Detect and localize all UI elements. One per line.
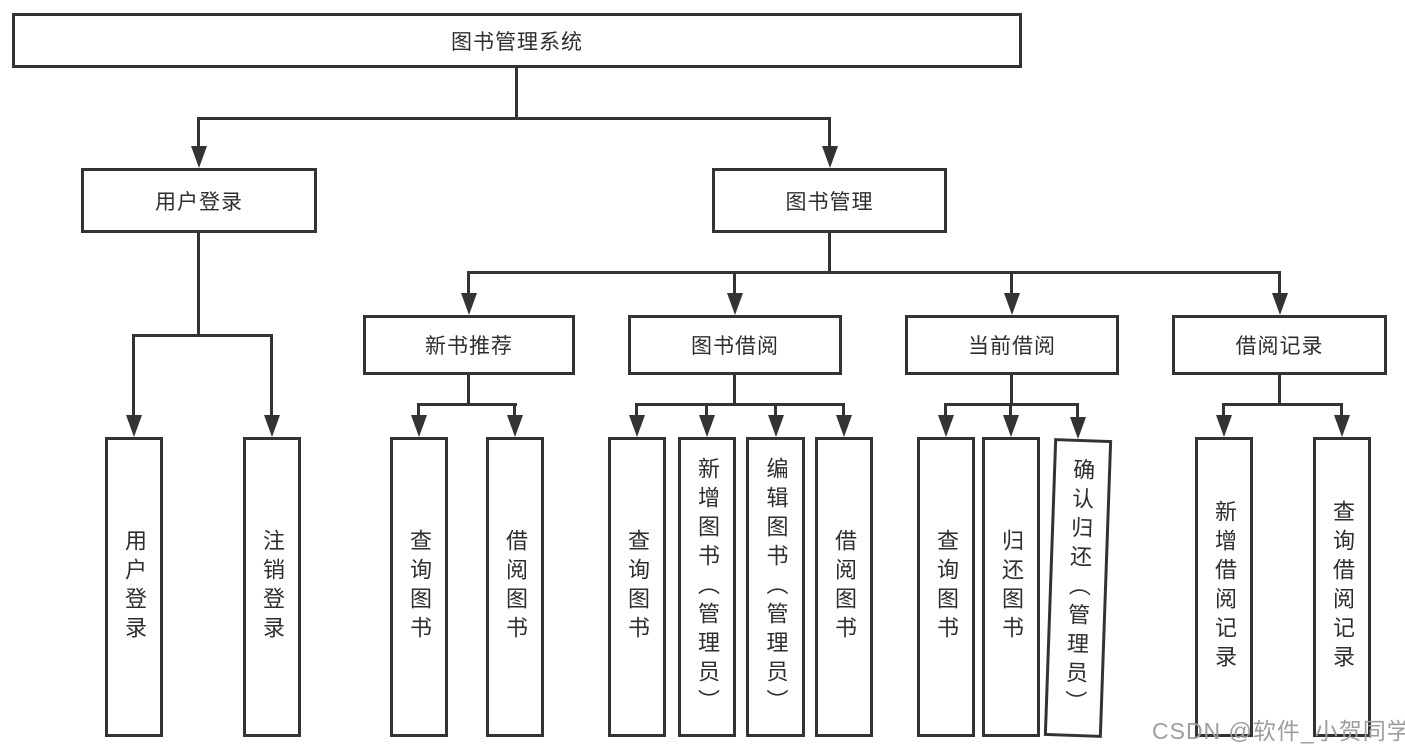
arrowhead-down-icon xyxy=(1004,293,1020,315)
node-label: 借阅图书 xyxy=(832,529,857,645)
node-leaf-add-borrow-record: 新增借阅记录 xyxy=(1195,437,1253,737)
connector-line xyxy=(197,117,831,120)
arrowhead-down-icon xyxy=(938,415,954,437)
connector-line xyxy=(467,271,1281,274)
node-label: 借阅图书 xyxy=(503,529,528,645)
connector-line xyxy=(467,375,470,406)
node-label: 查询借阅记录 xyxy=(1330,500,1355,674)
node-label: 注销登录 xyxy=(260,529,285,645)
node-label: 用户登录 xyxy=(155,190,243,214)
connector-line xyxy=(133,334,273,337)
arrowhead-down-icon xyxy=(629,415,645,437)
arrowhead-down-icon xyxy=(768,415,784,437)
arrowhead-down-icon xyxy=(1216,415,1232,437)
arrowhead-down-icon xyxy=(1003,415,1019,437)
connector-line xyxy=(1340,403,1343,417)
connector-line xyxy=(1076,403,1079,417)
connector-line xyxy=(418,403,517,406)
connector-line xyxy=(1009,403,1012,417)
node-leaf-return-books: 归还图书 xyxy=(982,437,1040,737)
node-borrowing-records: 借阅记录 xyxy=(1172,315,1387,375)
node-label: 用户登录 xyxy=(122,529,147,645)
node-label: 查询图书 xyxy=(625,529,650,645)
connector-line xyxy=(417,403,420,417)
arrowhead-down-icon xyxy=(1070,417,1086,439)
connector-line xyxy=(774,403,777,417)
connector-line xyxy=(515,68,518,118)
node-book-management: 图书管理 xyxy=(712,168,947,233)
node-label: 图书管理系统 xyxy=(451,30,583,54)
node-label: 编辑图书（管理员） xyxy=(763,456,789,718)
node-book-management-system: 图书管理系统 xyxy=(12,13,1022,68)
node-label: 当前借阅 xyxy=(968,335,1056,358)
connector-line xyxy=(705,403,708,417)
node-label: 图书借阅 xyxy=(691,335,779,358)
node-leaf-query-books-3: 查询图书 xyxy=(917,437,975,737)
arrowhead-down-icon xyxy=(264,415,280,437)
node-label: 归还图书 xyxy=(999,529,1024,645)
connector-line xyxy=(467,271,470,295)
connector-line xyxy=(635,403,638,417)
node-leaf-user-login: 用户登录 xyxy=(105,437,163,737)
connector-line xyxy=(132,334,135,417)
node-leaf-confirm-return-admin: 确认归还（管理员） xyxy=(1043,438,1113,738)
node-leaf-borrow-books-2: 借阅图书 xyxy=(815,437,873,737)
arrowhead-down-icon xyxy=(507,415,523,437)
connector-line xyxy=(197,233,200,337)
arrowhead-down-icon xyxy=(836,415,852,437)
node-label: 查询图书 xyxy=(934,529,959,645)
connector-line xyxy=(1010,271,1013,295)
arrowhead-down-icon xyxy=(822,146,838,168)
node-leaf-query-borrow-record: 查询借阅记录 xyxy=(1313,437,1371,737)
node-book-borrowing: 图书借阅 xyxy=(628,315,842,375)
connector-line xyxy=(842,403,845,417)
arrowhead-down-icon xyxy=(1272,293,1288,315)
node-new-book-recommendation: 新书推荐 xyxy=(363,315,575,375)
node-label: 新增借阅记录 xyxy=(1212,500,1237,674)
node-label: 图书管理 xyxy=(785,190,874,214)
node-user-login: 用户登录 xyxy=(81,168,317,233)
connector-line xyxy=(1222,403,1225,417)
connector-line xyxy=(270,334,273,417)
connector-line xyxy=(828,117,831,148)
node-leaf-logout: 注销登录 xyxy=(243,437,301,737)
node-label: 新增图书（管理员） xyxy=(695,456,720,718)
connector-line xyxy=(1223,403,1343,406)
connector-line xyxy=(1010,375,1013,406)
node-label: 确认归还（管理员） xyxy=(1061,457,1096,719)
node-label: 借阅记录 xyxy=(1235,335,1324,358)
connector-line xyxy=(945,403,1079,406)
connector-line xyxy=(197,117,200,148)
connector-line xyxy=(513,403,516,417)
arrowhead-down-icon xyxy=(461,293,477,315)
node-leaf-query-books-1: 查询图书 xyxy=(390,437,448,737)
node-leaf-add-books-admin: 新增图书（管理员） xyxy=(678,437,736,737)
connector-line xyxy=(1278,271,1281,295)
connector-line xyxy=(733,375,736,406)
connector-line xyxy=(944,403,947,417)
arrowhead-down-icon xyxy=(699,415,715,437)
node-leaf-query-books-2: 查询图书 xyxy=(608,437,666,737)
node-current-borrowing: 当前借阅 xyxy=(905,315,1119,375)
node-label: 新书推荐 xyxy=(425,335,513,358)
node-leaf-borrow-books-1: 借阅图书 xyxy=(486,437,544,737)
connector-line xyxy=(828,233,831,274)
arrowhead-down-icon xyxy=(411,415,427,437)
node-label: 查询图书 xyxy=(407,529,432,645)
node-leaf-edit-books-admin: 编辑图书（管理员） xyxy=(746,437,805,737)
arrowhead-down-icon xyxy=(727,293,743,315)
csdn-watermark: CSDN @软件_小贺同学 xyxy=(1152,718,1405,744)
connector-line xyxy=(1278,375,1281,406)
arrowhead-down-icon xyxy=(126,415,142,437)
connector-line xyxy=(636,403,844,406)
connector-line xyxy=(733,271,736,295)
arrowhead-down-icon xyxy=(191,146,207,168)
arrowhead-down-icon xyxy=(1334,415,1350,437)
